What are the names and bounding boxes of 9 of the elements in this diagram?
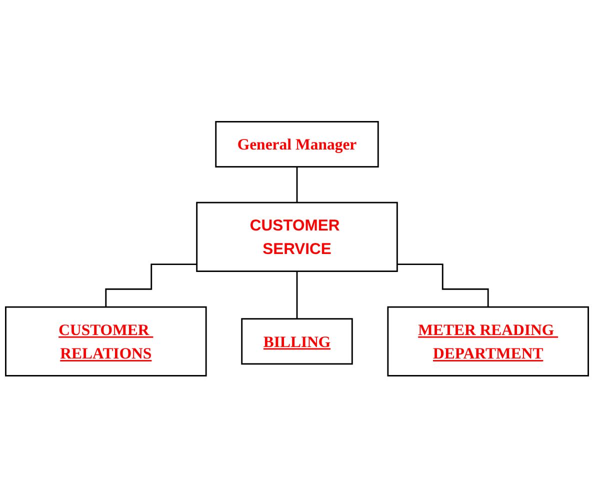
connector xyxy=(296,166,298,204)
node-box: CUSTOMER SERVICE xyxy=(196,202,398,272)
node-box: METER READING DEPARTMENT xyxy=(387,306,589,376)
connector xyxy=(296,270,298,320)
node-box: CUSTOMER RELATIONS xyxy=(5,306,207,376)
node-box: BILLING xyxy=(241,318,353,364)
node-box: General Manager xyxy=(215,120,379,168)
connector xyxy=(397,263,489,308)
connector xyxy=(105,263,197,308)
